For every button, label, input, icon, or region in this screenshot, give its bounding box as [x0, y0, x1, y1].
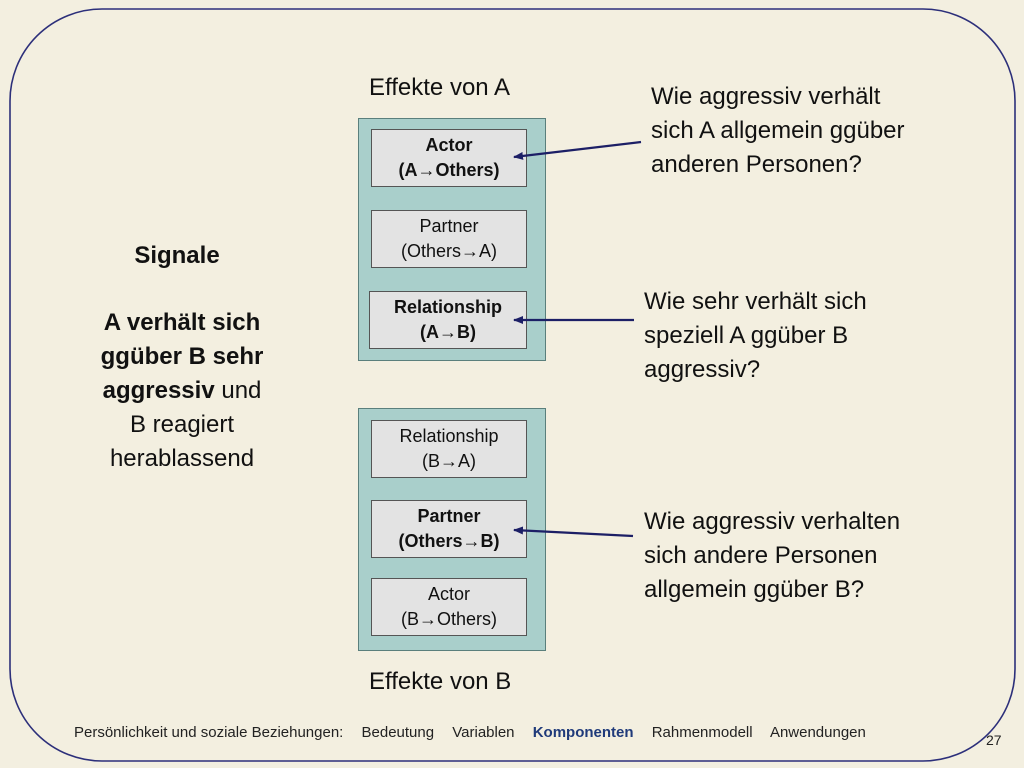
question-partner-b-line-1: Wie aggressiv verhalten	[644, 508, 901, 535]
component-relationship-ab-sub: (A→B)	[420, 322, 476, 342]
page-number: 27	[986, 732, 1002, 748]
component-actor-b: Actor (B→Others)	[371, 578, 527, 636]
component-partner-a-label: Partner	[419, 216, 479, 236]
scenario-line-3-rest: und	[214, 377, 262, 404]
question-relationship-ab: Wie sehr verhält sich speziell A ggüber …	[644, 285, 867, 387]
question-partner-b-line-2: sich andere Personen	[644, 542, 878, 569]
footer-link-anwendungen[interactable]: Anwendungen	[769, 724, 866, 741]
component-relationship-ba: Relationship (B→A)	[371, 420, 527, 478]
question-relationship-ab-line-2: speziell A ggüber B	[644, 322, 849, 349]
component-partner-b-sub: (Others→B)	[398, 531, 500, 551]
component-actor-b-sub: (B→Others)	[400, 609, 497, 629]
signals-title: Signale	[134, 242, 220, 269]
component-actor-a-label: Actor	[425, 135, 473, 155]
scenario-line-3-bold: aggressiv	[102, 377, 215, 404]
question-actor-a-line-2: sich A allgemein ggüber	[651, 117, 905, 144]
question-relationship-ab-line-1: Wie sehr verhält sich	[644, 288, 867, 315]
component-relationship-ba-label: Relationship	[399, 426, 499, 446]
question-relationship-ab-line-3: aggressiv?	[644, 356, 761, 383]
footer-link-komponenten[interactable]: Komponenten	[532, 724, 634, 741]
component-partner-b-label: Partner	[417, 506, 481, 526]
heading-effects-a: Effekte von A	[369, 74, 510, 101]
component-relationship-ba-sub: (B→A)	[422, 451, 476, 471]
component-actor-b-label: Actor	[427, 584, 470, 604]
component-partner-a-sub: (Others→A)	[400, 241, 497, 261]
scenario-line-4: B reagiert	[129, 411, 235, 438]
component-relationship-ab: Relationship (A→B)	[369, 291, 527, 349]
component-actor-a-sub: (A→Others)	[398, 160, 500, 180]
component-actor-a: Actor (A→Others)	[371, 129, 527, 187]
component-partner-a: Partner (Others→A)	[371, 210, 527, 268]
scenario-line-3: aggressiv und	[72, 374, 292, 408]
footer-link-bedeutung[interactable]: Bedeutung	[361, 724, 435, 741]
question-actor-a-line-1: Wie aggressiv verhält	[651, 83, 881, 110]
footer-link-variablen[interactable]: Variablen	[452, 724, 515, 741]
heading-effects-b: Effekte von B	[369, 668, 512, 695]
footer-nav: Persönlichkeit und soziale Beziehungen: …	[74, 724, 880, 741]
scenario-text: A verhält sich ggüber B sehr aggressiv u…	[72, 306, 292, 476]
component-partner-b: Partner (Others→B)	[371, 500, 527, 558]
footer-prefix: Persönlichkeit und soziale Beziehungen:	[74, 724, 344, 741]
footer-link-rahmenmodell[interactable]: Rahmenmodell	[651, 724, 753, 741]
scenario-line-2: ggüber B sehr	[100, 343, 264, 370]
question-actor-a: Wie aggressiv verhält sich A allgemein g…	[651, 80, 905, 182]
scenario-line-1: A verhält sich	[103, 309, 261, 336]
question-actor-a-line-3: anderen Personen?	[651, 151, 862, 178]
scenario-line-5: herablassend	[109, 445, 255, 472]
question-partner-b: Wie aggressiv verhalten sich andere Pers…	[644, 505, 900, 607]
question-partner-b-line-3: allgemein ggüber B?	[644, 576, 865, 603]
component-relationship-ab-label: Relationship	[393, 297, 502, 317]
